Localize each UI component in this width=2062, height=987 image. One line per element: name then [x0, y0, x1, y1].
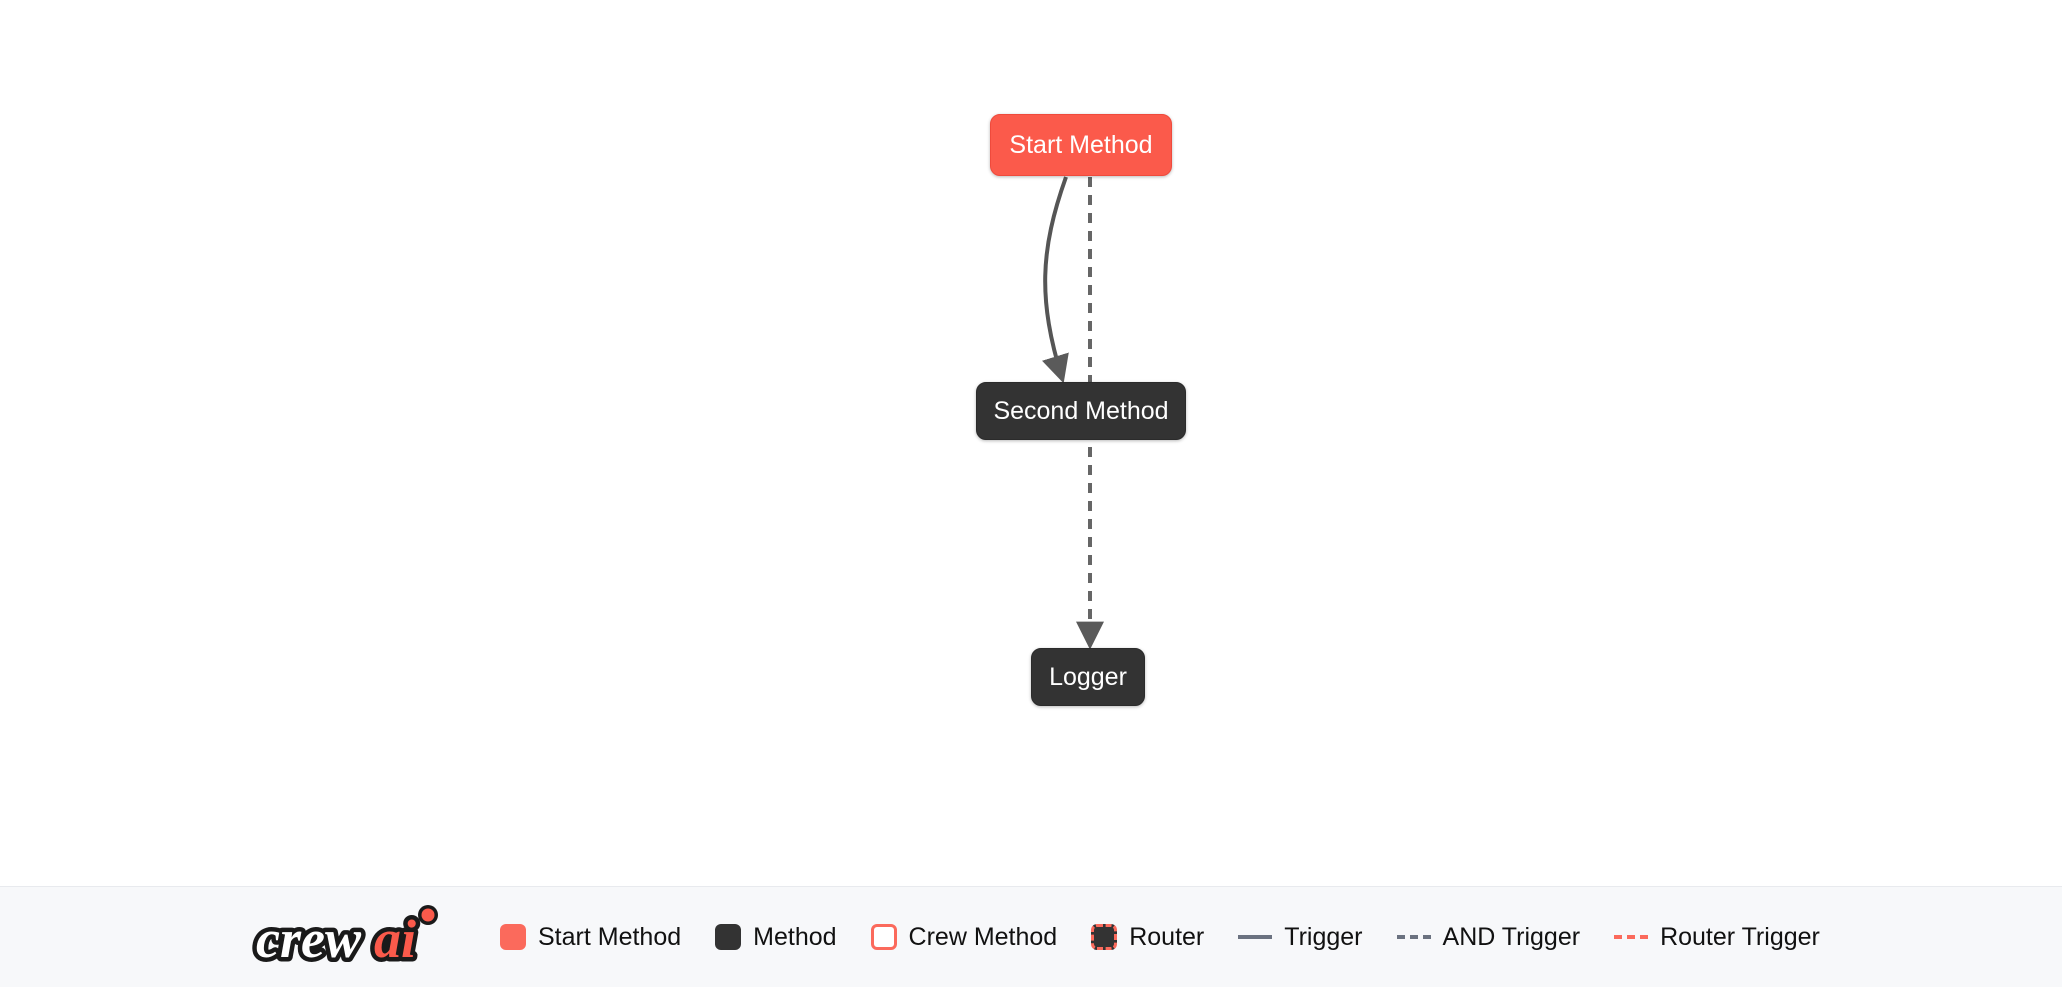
legend-label: Router — [1129, 922, 1205, 951]
svg-text:ai: ai — [374, 909, 416, 969]
router-trigger-line-icon — [1614, 935, 1649, 939]
legend-bar: crew crew ai ai Start Method Method Crew… — [0, 886, 2062, 987]
legend-item-method[interactable]: Method — [715, 922, 837, 952]
flow-node-second-method[interactable]: Second Method — [976, 382, 1186, 440]
svg-text:crew: crew — [256, 909, 362, 969]
trigger-line-icon — [1238, 935, 1273, 939]
legend-item-router[interactable]: Router — [1091, 923, 1204, 952]
crewai-logo: crew crew ai ai — [252, 905, 438, 974]
legend-label: AND Trigger — [1442, 922, 1581, 951]
and-trigger-line-icon — [1396, 935, 1431, 939]
legend-item-crew-method[interactable]: Crew Method — [870, 922, 1058, 952]
legend-item-start-method[interactable]: Start Method — [500, 923, 681, 952]
flow-canvas[interactable]: Start Method Second Method Logger — [0, 0, 2062, 886]
flow-node-logger[interactable]: Logger — [1031, 648, 1145, 706]
legend-item-trigger[interactable]: Trigger — [1238, 922, 1363, 952]
legend-label: Method — [753, 922, 837, 951]
legend-label: Trigger — [1284, 922, 1363, 951]
start-method-swatch-icon — [500, 924, 526, 950]
svg-text:crew: crew — [256, 909, 362, 969]
method-swatch-icon — [715, 924, 742, 950]
legend-item-router-trigger[interactable]: Router Trigger — [1614, 923, 1820, 952]
legend-items: Start Method Method Crew Method Router T… — [500, 923, 1854, 952]
svg-text:ai: ai — [374, 909, 416, 969]
router-swatch-icon — [1091, 924, 1118, 950]
flow-node-label: Logger — [1049, 662, 1127, 691]
flow-node-start-method[interactable]: Start Method — [990, 114, 1172, 176]
legend-item-and-trigger[interactable]: AND Trigger — [1396, 922, 1581, 952]
legend-label: Start Method — [538, 922, 682, 951]
flow-node-label: Start Method — [1009, 130, 1153, 159]
edge-start-to-second-method — [1042, 176, 1069, 384]
crew-method-swatch-icon — [870, 924, 897, 950]
flow-node-label: Second Method — [993, 396, 1169, 425]
legend-label: Router Trigger — [1660, 922, 1820, 951]
legend-label: Crew Method — [908, 922, 1058, 951]
edge-layer — [1042, 176, 1104, 650]
